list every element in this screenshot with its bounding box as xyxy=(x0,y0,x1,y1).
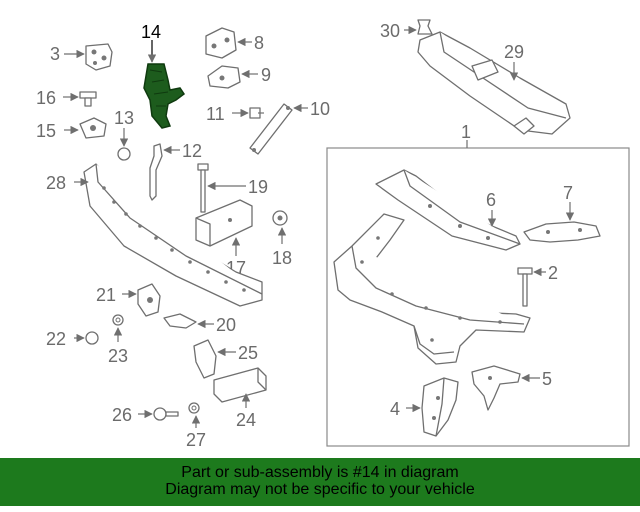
part-12-cable[interactable]: 12 xyxy=(149,141,202,201)
callout-6: 6 xyxy=(486,190,496,210)
callout-26: 26 xyxy=(112,405,132,425)
callout-12: 12 xyxy=(182,141,202,161)
part-13-bolt[interactable]: 13 xyxy=(114,108,134,161)
part-17-bracket[interactable]: 17 xyxy=(195,199,253,278)
callout-7: 7 xyxy=(563,183,573,203)
part-20-plate[interactable]: 20 xyxy=(163,313,236,335)
callout-27: 27 xyxy=(186,430,206,450)
part-27-washer[interactable]: 27 xyxy=(186,402,206,450)
callout-16: 16 xyxy=(36,88,56,108)
callout-21: 21 xyxy=(96,285,116,305)
callout-3: 3 xyxy=(50,44,60,64)
part-11-screw[interactable]: 11 xyxy=(206,104,264,124)
callout-23: 23 xyxy=(108,346,128,366)
callout-8: 8 xyxy=(254,33,264,53)
part-25-bracket[interactable]: 25 xyxy=(193,339,258,379)
callout-11: 11 xyxy=(206,104,225,124)
part-29-cowl-panel[interactable]: 29 xyxy=(417,31,571,135)
part-15-clip[interactable]: 15 xyxy=(36,117,107,141)
part-14-bracket-highlighted[interactable]: 14 xyxy=(141,22,186,129)
callout-14: 14 xyxy=(141,22,161,42)
callout-20: 20 xyxy=(216,315,236,335)
callout-25: 25 xyxy=(238,343,258,363)
part-23-washer[interactable]: 23 xyxy=(108,314,128,366)
banner-line-1: Part or sub-assembly is #14 in diagram xyxy=(181,464,459,481)
part-3-bracket[interactable]: 3 xyxy=(50,43,113,71)
callout-9: 9 xyxy=(261,65,271,85)
assembly-1-frame xyxy=(326,147,630,447)
part-6-upper-cowl[interactable]: 6 xyxy=(375,169,521,251)
part-7-bracket[interactable]: 7 xyxy=(523,183,601,243)
part-28-bumper-beam[interactable]: 28 xyxy=(46,163,263,307)
part-22-bolt[interactable]: 22 xyxy=(46,329,99,349)
callout-30: 30 xyxy=(380,21,400,41)
callout-2: 2 xyxy=(548,263,558,283)
part-19-bolt[interactable]: 19 xyxy=(197,163,268,213)
banner-line-2: Diagram may not be specific to your vehi… xyxy=(165,481,475,498)
part-18-bolt[interactable]: 18 xyxy=(272,210,292,268)
part-16-bolt[interactable]: 16 xyxy=(36,88,97,108)
callout-13: 13 xyxy=(114,108,134,128)
callout-10: 10 xyxy=(310,99,330,119)
info-banner: Part or sub-assembly is #14 in diagram D… xyxy=(0,458,640,506)
callout-29: 29 xyxy=(504,42,524,62)
part-2-bolt[interactable]: 2 xyxy=(517,263,558,307)
callout-28: 28 xyxy=(46,173,66,193)
callout-24: 24 xyxy=(236,410,256,430)
part-10-strut[interactable]: 10 xyxy=(249,99,330,155)
part-9-bracket[interactable]: 9 xyxy=(207,65,271,89)
part-5-bracket[interactable]: 5 xyxy=(471,365,552,411)
callout-15: 15 xyxy=(36,121,56,141)
radiator-support-frame[interactable] xyxy=(333,213,531,365)
part-8-bracket[interactable]: 8 xyxy=(205,27,264,59)
part-4-bracket[interactable]: 4 xyxy=(390,377,459,437)
part-26-bolt[interactable]: 26 xyxy=(112,405,179,425)
part-30-clip[interactable]: 30 xyxy=(380,19,433,41)
callout-22: 22 xyxy=(46,329,66,349)
callout-19: 19 xyxy=(248,177,268,197)
part-24-absorber[interactable]: 24 xyxy=(213,367,267,430)
callout-18: 18 xyxy=(272,248,292,268)
callout-5: 5 xyxy=(542,369,552,389)
parts-diagram: 3 16 15 14 8 9 11 xyxy=(36,19,630,450)
callout-4: 4 xyxy=(390,399,400,419)
callout-1-group: 1 xyxy=(461,122,471,148)
part-21-bracket[interactable]: 21 xyxy=(96,283,161,317)
callout-1: 1 xyxy=(461,122,471,142)
